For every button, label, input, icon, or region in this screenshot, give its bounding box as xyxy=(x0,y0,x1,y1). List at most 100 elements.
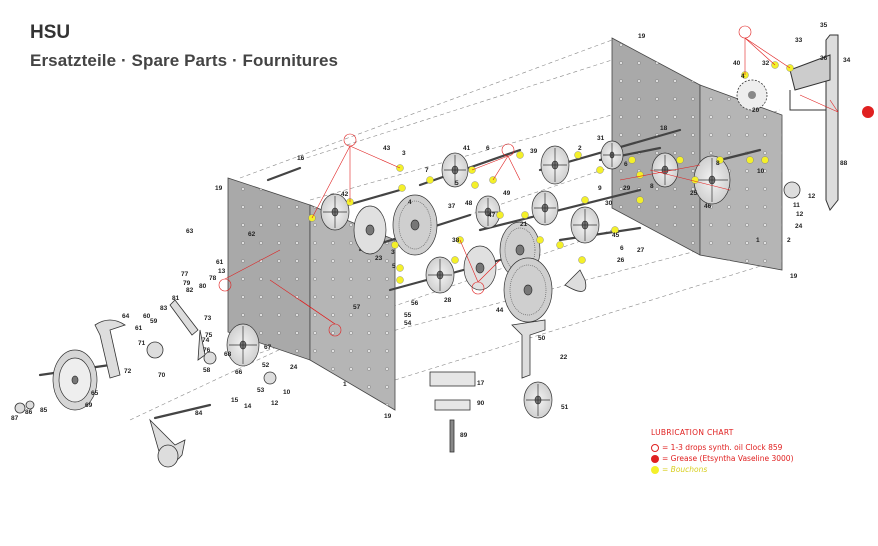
part-number-label: 85 xyxy=(40,407,48,414)
legend-bushing-text: = Bouchons xyxy=(662,465,708,474)
part-number-label: 47 xyxy=(488,212,496,219)
bushing-markers xyxy=(308,61,794,284)
part-number-label: 36 xyxy=(820,55,828,62)
part-number-label: 21 xyxy=(520,221,528,228)
part-number-label: 64 xyxy=(122,313,130,320)
gear-wheels xyxy=(52,140,731,419)
part-number-label: 16 xyxy=(297,155,305,162)
part-number-label: 34 xyxy=(843,57,851,64)
part-number-label: 39 xyxy=(530,148,538,155)
part-number-label: 45 xyxy=(612,232,620,239)
misc-parts xyxy=(14,181,801,468)
part-number-label: 5 xyxy=(455,180,459,187)
part-number-label: 72 xyxy=(124,368,132,375)
part-number-label: 10 xyxy=(757,168,765,175)
part-number-label: 14 xyxy=(244,403,252,410)
part-number-label: 52 xyxy=(262,362,270,369)
part-number-label: 55 xyxy=(404,312,412,319)
legend-oil-text: = 1-3 drops synth. oil Clock 859 xyxy=(662,443,783,452)
part-number-label: 28 xyxy=(444,297,452,304)
part-number-label: 6 xyxy=(624,161,628,168)
part-number-label: 17 xyxy=(477,380,485,387)
part-number-label: 86 xyxy=(25,409,33,416)
part-number-label: 8 xyxy=(716,160,720,167)
part-number-label: 88 xyxy=(840,160,848,167)
part-number-label: 75 xyxy=(205,332,213,339)
part-number-label: 84 xyxy=(195,410,203,417)
part-number-label: 27 xyxy=(637,247,645,254)
part-number-label: 73 xyxy=(204,315,212,322)
part-number-label: 2 xyxy=(787,237,791,244)
part-number-label: 12 xyxy=(796,211,804,218)
part-number-label: 63 xyxy=(186,228,194,235)
back-plate xyxy=(611,37,783,271)
part-number-label: 57 xyxy=(353,304,361,311)
part-number-label: 1 xyxy=(756,237,760,244)
part-number-label: 60 xyxy=(143,313,151,320)
part-number-label: 70 xyxy=(158,372,166,379)
part-number-label: 35 xyxy=(820,22,828,29)
grease-marker xyxy=(862,106,874,118)
part-number-label: 8 xyxy=(650,183,654,190)
part-number-label: 1 xyxy=(343,381,347,388)
part-number-label: 74 xyxy=(202,337,210,344)
part-number-label: 58 xyxy=(203,367,211,374)
pendulum-rod xyxy=(789,34,839,211)
grease-dot-icon xyxy=(651,454,659,463)
part-number-label: 90 xyxy=(477,400,485,407)
cable-drums xyxy=(353,194,553,323)
legend-grease-row: = Grease (Etsyntha Vaseline 3000) xyxy=(651,453,794,464)
part-number-label: 54 xyxy=(404,320,412,327)
part-number-label: 41 xyxy=(463,145,471,152)
part-number-label: 71 xyxy=(138,340,146,347)
part-number-label: 3 xyxy=(391,249,395,256)
part-number-label: 37 xyxy=(448,203,456,210)
part-number-label: 81 xyxy=(172,295,180,302)
lubrication-chart-title: LUBRICATION CHART xyxy=(651,428,734,437)
part-number-label: 10 xyxy=(283,389,291,396)
part-number-label: 32 xyxy=(762,60,770,67)
part-number-label: 61 xyxy=(216,259,224,266)
part-number-label: 25 xyxy=(690,190,698,197)
part-number-label: 29 xyxy=(623,185,631,192)
part-number-label: 5 xyxy=(392,263,396,270)
part-number-label: 4 xyxy=(408,199,412,206)
part-number-label: 65 xyxy=(91,390,99,397)
part-number-label: 26 xyxy=(617,257,625,264)
part-number-label: 24 xyxy=(290,364,298,371)
part-number-label: 82 xyxy=(186,287,194,294)
legend-oil-row: = 1-3 drops synth. oil Clock 859 xyxy=(651,442,794,453)
part-number-label: 77 xyxy=(181,271,189,278)
part-number-label: 56 xyxy=(411,300,419,307)
part-number-label: 9 xyxy=(598,185,602,192)
part-number-label: 66 xyxy=(235,369,243,376)
part-number-label: 2 xyxy=(578,145,582,152)
lubrication-chart: LUBRICATION CHART = 1-3 drops synth. oil… xyxy=(651,428,794,475)
part-number-label: 48 xyxy=(465,200,473,207)
legend-bushing-row: = Bouchons xyxy=(651,464,794,475)
brand-title: HSU xyxy=(30,22,71,43)
part-number-label: 50 xyxy=(538,335,546,342)
part-number-label: 89 xyxy=(460,432,468,439)
part-number-label: 22 xyxy=(560,354,568,361)
part-number-label: 76 xyxy=(203,347,211,354)
part-number-label: 79 xyxy=(183,280,191,287)
escape-wheel xyxy=(736,79,768,111)
part-number-label: 20 xyxy=(752,107,760,114)
part-number-label: 19 xyxy=(638,33,646,40)
part-number-label: 42 xyxy=(341,191,349,198)
part-number-label: 19 xyxy=(384,413,392,420)
part-number-label: 4 xyxy=(741,73,745,80)
part-number-label: 24 xyxy=(795,223,803,230)
part-number-label: 83 xyxy=(160,305,168,312)
part-number-label: 19 xyxy=(790,273,798,280)
part-number-label: 23 xyxy=(375,255,383,262)
page-subtitle: Ersatzteile · Spare Parts · Fournitures xyxy=(30,51,339,70)
front-plate xyxy=(227,177,396,411)
part-number-label: 31 xyxy=(597,135,605,142)
part-number-label: 33 xyxy=(795,37,803,44)
part-number-label: 87 xyxy=(11,415,19,422)
part-number-label: 7 xyxy=(425,167,429,174)
